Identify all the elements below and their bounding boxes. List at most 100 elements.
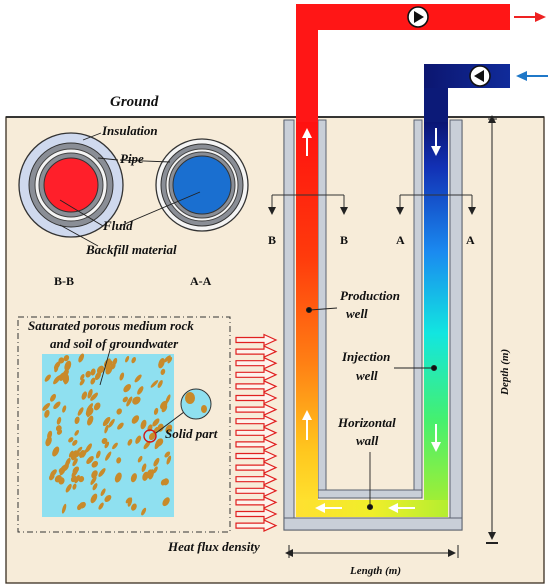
soil-grain	[49, 393, 57, 402]
soil-grain	[105, 451, 112, 461]
soil-grain	[86, 455, 94, 465]
cut-label-a-left: A	[396, 233, 405, 247]
soil-grain	[112, 442, 118, 450]
soil-grain	[44, 409, 50, 418]
soil-grain	[122, 396, 128, 403]
soil-grain	[160, 368, 166, 376]
soil-grain	[54, 364, 59, 373]
heat-flux-arrow-icon	[235, 426, 278, 440]
production-well-label-line2: well	[346, 306, 368, 321]
heat-flux-arrows	[235, 333, 278, 533]
heat-flux-arrow-icon	[235, 484, 278, 498]
soil-grain	[132, 396, 140, 405]
soil-grain	[119, 372, 125, 381]
heat-flux-arrow-icon	[235, 507, 278, 521]
porous-medium-label-line1: Saturated porous medium rock	[28, 318, 194, 333]
soil-grain	[157, 423, 164, 432]
insulation-label: Insulation	[101, 123, 158, 138]
soil-grain	[125, 355, 130, 363]
soil-grain	[77, 503, 83, 511]
soil-grain	[44, 374, 51, 382]
flow-direction-arrow-icon	[302, 128, 441, 513]
soil-grain	[141, 507, 147, 516]
soil-grain	[74, 430, 80, 436]
fluid-label: Fluid	[102, 218, 133, 233]
porous-medium-box	[17, 316, 231, 533]
soil-grain	[116, 457, 122, 464]
soil-grain	[56, 416, 62, 425]
heat-flux-arrow-icon	[235, 437, 278, 451]
heat-flux-arrow-icon	[235, 391, 278, 405]
soil-grain	[140, 419, 147, 430]
cut-label-b-left: B	[268, 233, 276, 247]
soil-grain	[72, 458, 78, 467]
soil-grain	[163, 355, 171, 363]
depth-dimension	[486, 115, 498, 544]
soil-grain	[79, 450, 85, 458]
soil-grain	[114, 472, 122, 483]
soil-grain	[100, 488, 106, 497]
section-cut-bb	[268, 194, 348, 215]
soil-grain	[126, 396, 133, 407]
solid-part-label: Solid part	[165, 426, 218, 441]
soil-grain	[64, 360, 72, 372]
soil-grain	[142, 471, 149, 481]
pump-icon	[407, 6, 429, 28]
length-dimension	[285, 545, 459, 558]
soil-grain	[47, 430, 53, 440]
flow-out-arrow-icon	[514, 12, 546, 22]
cross-section-aa	[155, 138, 249, 232]
production-well-label-line1: Production	[340, 288, 400, 303]
soil-grain	[164, 451, 171, 458]
section-label-bb: B-B	[54, 274, 74, 288]
heat-flux-arrow-icon	[235, 403, 278, 417]
ground-label: Ground	[110, 94, 159, 110]
injection-well-label-line1: Injection	[341, 349, 390, 364]
soil-grain	[157, 380, 163, 388]
soil-grain	[55, 425, 62, 432]
cut-label-a-right: A	[466, 233, 475, 247]
soil-grain	[59, 465, 66, 476]
soil-grain	[58, 357, 65, 364]
soil-grain	[117, 422, 124, 430]
soil-grain	[153, 407, 159, 415]
soil-grain	[165, 394, 171, 404]
soil-grain	[131, 415, 140, 424]
soil-grain	[110, 363, 116, 370]
depth-label: Depth (m)	[499, 349, 511, 396]
soil-grain	[78, 476, 85, 483]
u-tube-pipe	[283, 4, 510, 531]
soil-grain	[53, 401, 61, 410]
soil-grain	[104, 424, 109, 434]
soil-grain	[165, 424, 173, 433]
soil-grain	[90, 493, 98, 504]
soil-grain	[61, 503, 67, 514]
soil-grain	[63, 355, 70, 362]
soil-grain	[81, 391, 88, 400]
soil-grain	[153, 457, 160, 467]
soil-grain	[94, 371, 102, 381]
soil-grain	[64, 457, 71, 468]
soil-grain	[87, 388, 93, 399]
soil-grain	[42, 402, 51, 411]
soil-grain	[162, 497, 170, 507]
soil-grain	[150, 380, 159, 388]
soil-grain	[154, 439, 161, 449]
soil-grain	[143, 440, 151, 450]
soil-grain	[135, 435, 142, 444]
soil-grain	[167, 357, 173, 364]
soil-grain	[90, 377, 96, 385]
soil-grain	[93, 402, 101, 411]
pump-icon	[469, 65, 491, 87]
soil-grain	[91, 470, 98, 479]
soil-grain	[45, 436, 52, 447]
soil-grain	[54, 475, 62, 483]
heat-flux-arrow-icon	[235, 345, 278, 359]
solid-part-zoom	[180, 388, 212, 420]
soil-grain	[102, 416, 111, 427]
heat-flux-arrow-icon	[235, 368, 278, 382]
heat-flux-arrow-icon	[235, 379, 278, 393]
soil-grain	[68, 437, 74, 443]
soil-grain	[141, 463, 147, 473]
heat-flux-arrow-icon	[235, 519, 278, 533]
